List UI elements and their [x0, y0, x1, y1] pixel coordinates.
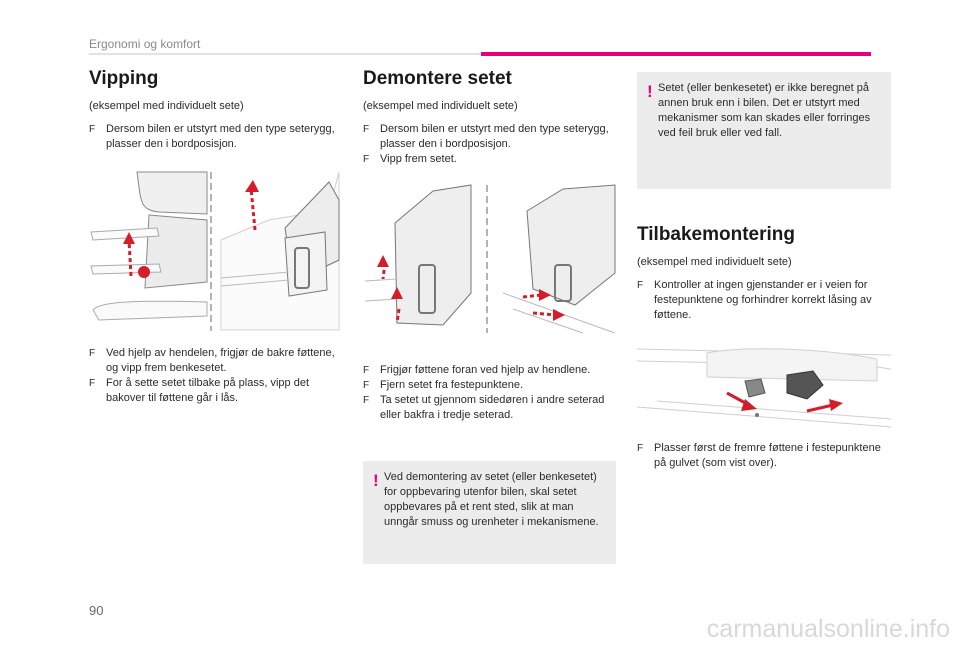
section-title: Ergonomi og komfort [89, 37, 201, 51]
heading-tilbakemontering: Tilbakemontering [637, 224, 796, 245]
warning-box-usage: ! Setet (eller benkesetet) er ikke bereg… [637, 72, 891, 189]
seat-removal-illustration [363, 183, 616, 335]
heading-demontere-setet: Demontere setet [363, 68, 512, 89]
note-col2: (eksempel med individuelt sete) [363, 100, 518, 112]
header-rule [89, 53, 481, 55]
header-accent-bar [481, 52, 871, 56]
warning-icon: ! [373, 471, 379, 490]
page-number: 90 [89, 603, 104, 618]
note-col1: (eksempel med individuelt sete) [89, 100, 244, 112]
warning-box-storage: ! Ved demontering av setet (eller benkes… [363, 461, 616, 564]
note-col3: (eksempel med individuelt sete) [637, 256, 792, 268]
seat-refit-illustration [637, 341, 891, 428]
warning-text: Setet (eller benkesetet) er ikke beregne… [658, 82, 871, 139]
watermark: carmanualsonline.info [706, 615, 950, 643]
warning-icon: ! [647, 82, 653, 101]
warning-text: Ved demontering av setet (eller benkeset… [384, 471, 599, 528]
heading-vipping: Vipping [89, 68, 159, 89]
seat-tilt-illustration [89, 170, 341, 333]
